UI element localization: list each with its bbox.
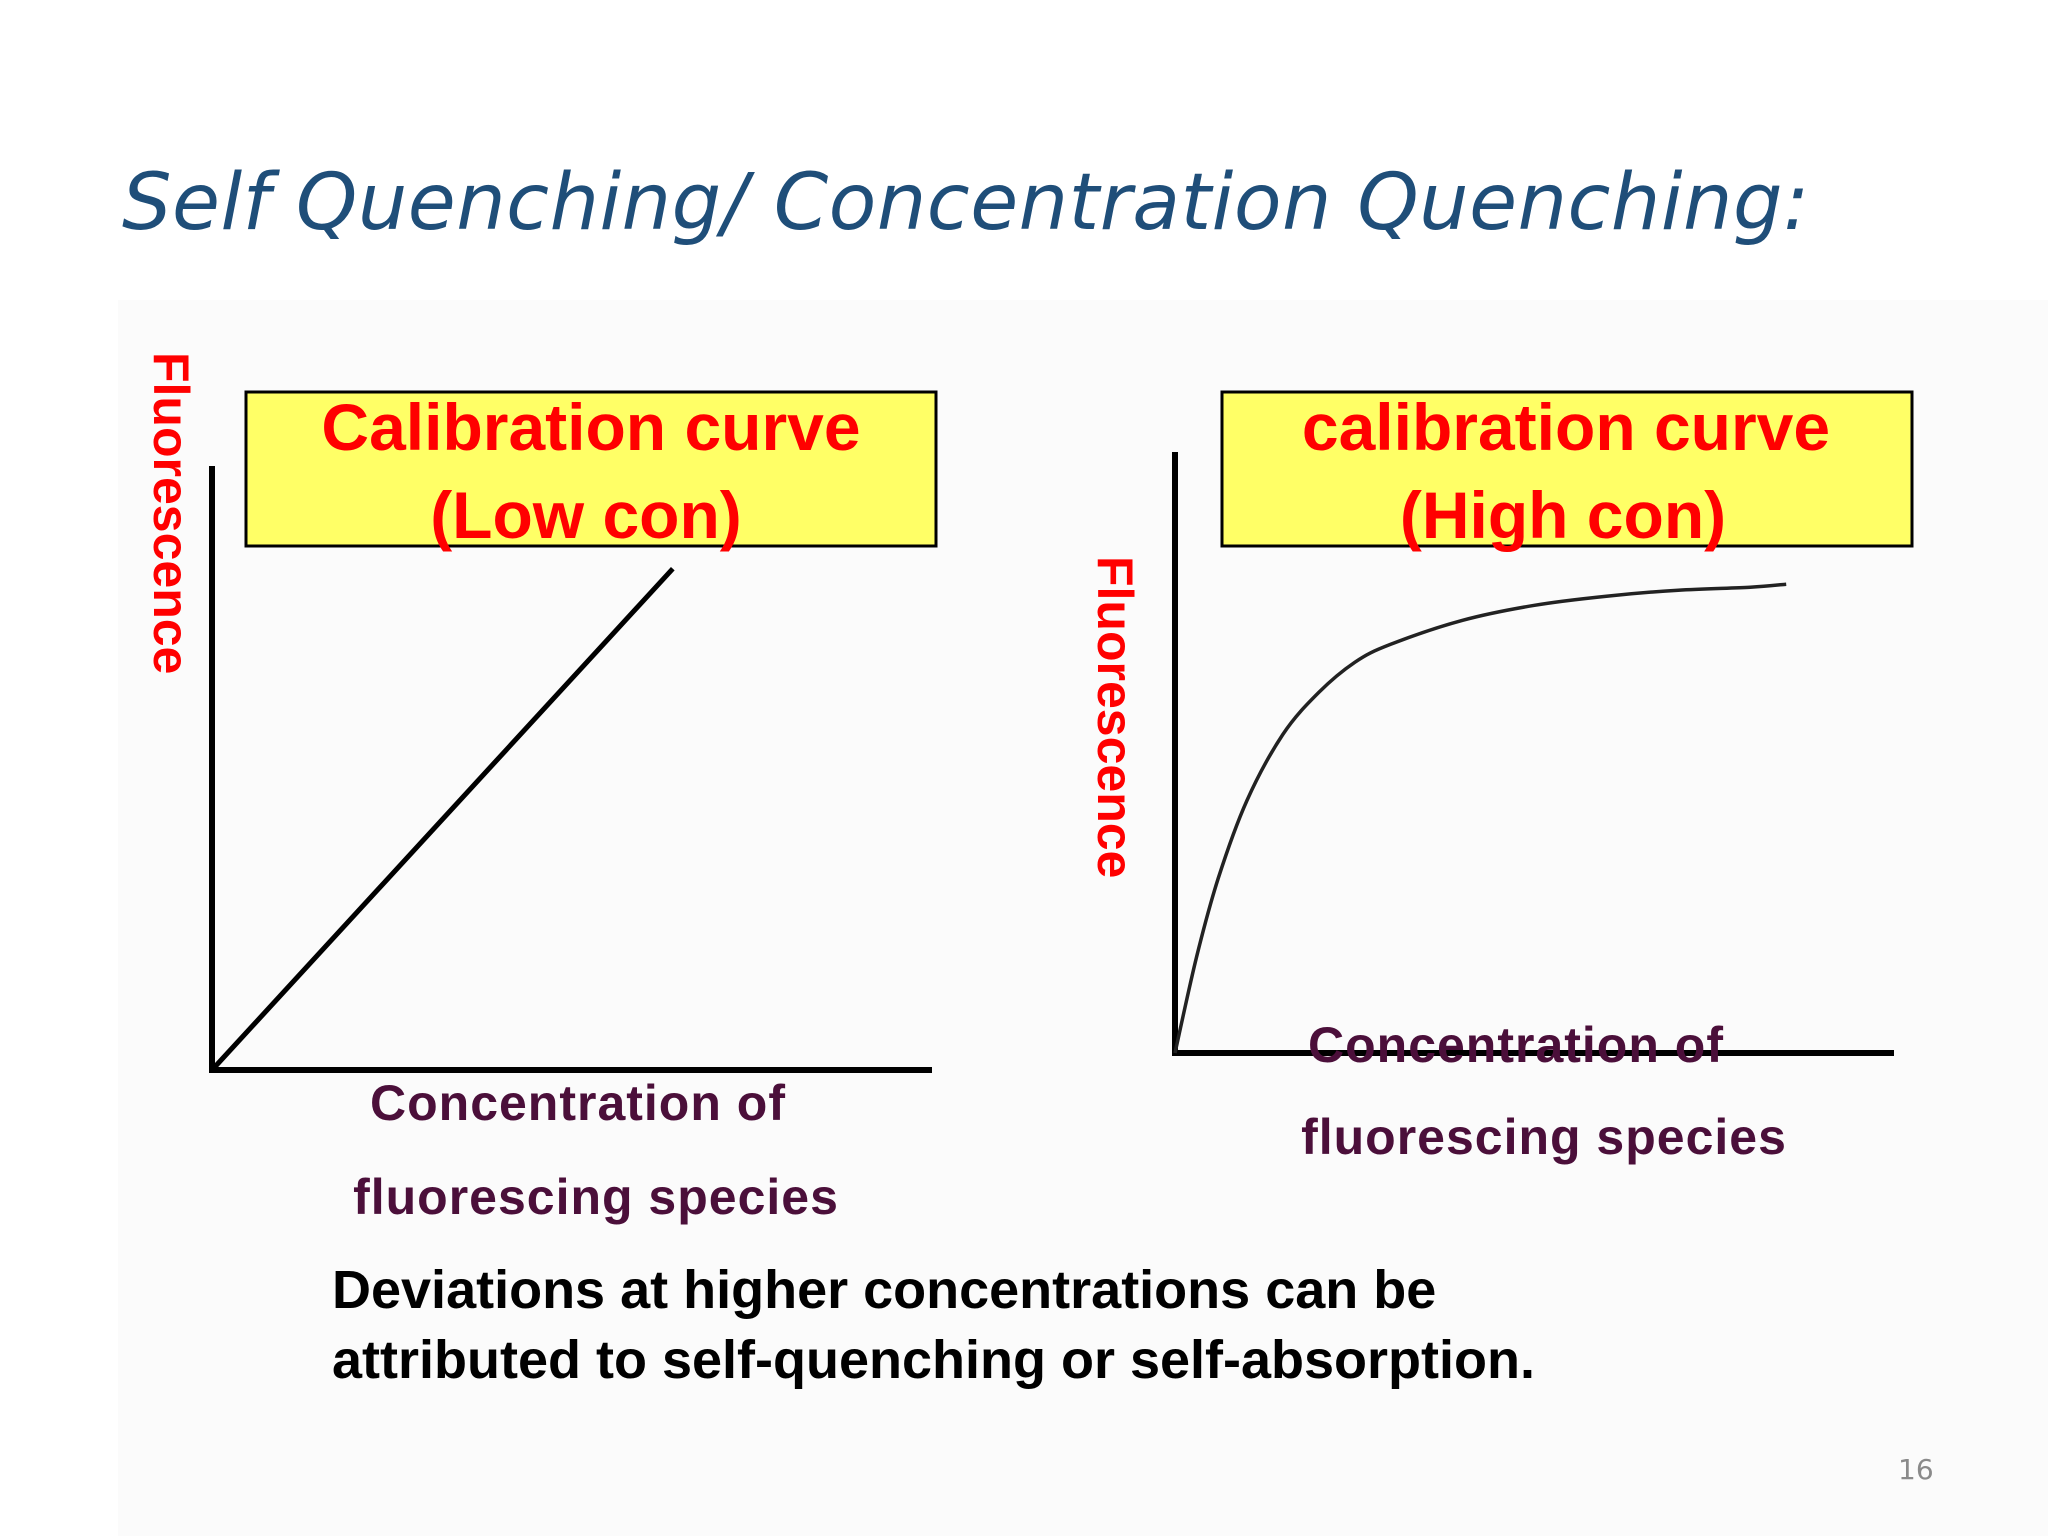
low-caption-box [244,390,938,548]
low-y-label: Fluorescence [143,352,199,674]
chart-low-con: Calibration curve (Low con) Fluorescence… [143,352,938,1225]
note-line1: Deviations at higher concentrations can … [332,1260,1436,1320]
high-y-label: Fluorescence [1087,556,1143,878]
high-caption-line1: calibration curve [1302,390,1830,464]
chart-high-con: calibration curve (High con) Fluorescenc… [1087,390,1914,1165]
note-line2: attributed to self-quenching or self-abs… [332,1330,1535,1390]
low-caption-line2: (Low con) [430,478,742,552]
high-series-line [1173,582,1787,1054]
low-x-label-line2: fluorescing species [353,1169,839,1225]
high-x-label-line2: fluorescing species [1301,1109,1787,1165]
page-number: 16 [1898,1453,1934,1486]
high-caption-line2: (High con) [1400,478,1726,552]
low-series-line [210,567,675,1072]
slide-title: Self Quenching/ Concentration Quenching: [122,158,1810,248]
low-x-label-line1: Concentration of [370,1075,786,1131]
high-caption-box [1220,390,1914,548]
high-x-label-line1: Concentration of [1308,1017,1724,1073]
low-caption-line1: Calibration curve [321,390,860,464]
